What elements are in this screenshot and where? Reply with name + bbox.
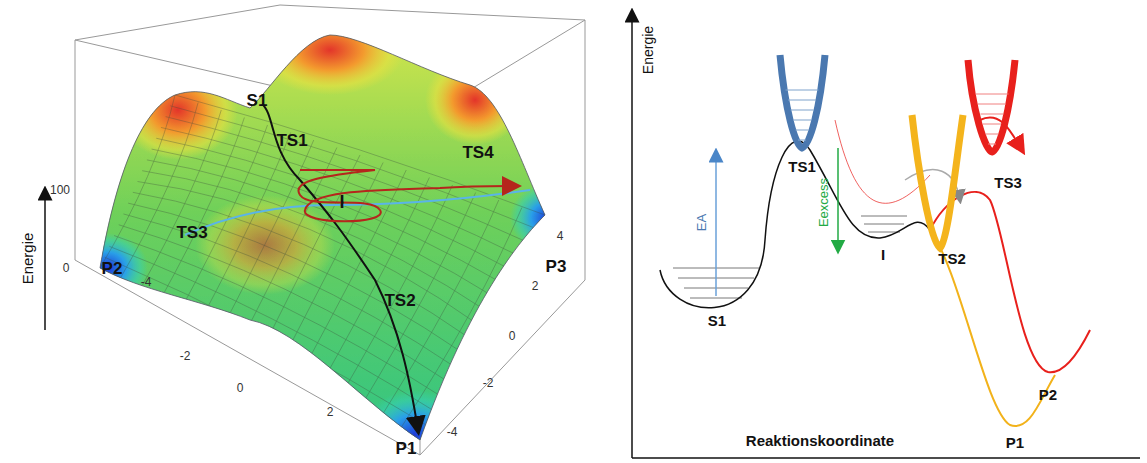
text-label: TS2 [384, 292, 415, 309]
energy-profile [660, 141, 930, 308]
text-label: TS3 [176, 224, 207, 241]
excess-arrow [837, 148, 839, 250]
surface-outline [100, 35, 545, 440]
text-label: 4 [557, 230, 564, 242]
text-label: TS2 [938, 251, 966, 266]
text-label: TS3 [994, 175, 1022, 190]
text-label: -2 [483, 377, 494, 389]
energy-axis [631, 12, 633, 458]
energy-axis [44, 190, 46, 330]
ts3-parabola [968, 60, 1015, 152]
text-label: Eexcess [817, 177, 830, 226]
plot-box [75, 5, 585, 455]
text-label: I [881, 247, 885, 262]
text-label: P2 [1039, 387, 1057, 402]
text-label: EA [696, 213, 709, 230]
text-label: P3 [546, 258, 567, 275]
text-label: -4 [447, 426, 458, 438]
energy-surface [68, 5, 586, 463]
text-label: S1 [708, 313, 726, 328]
red-arrow [980, 117, 1022, 150]
text-label: 0 [237, 382, 244, 394]
path-p1 [930, 230, 1055, 426]
text-label: 2 [327, 406, 334, 418]
reaction-path [262, 104, 418, 430]
text-label: -4 [141, 276, 152, 288]
activation-arrow [715, 152, 717, 296]
text-label: S1 [247, 92, 268, 109]
ts1-parabola [780, 55, 825, 148]
text-label: Energie [641, 26, 655, 74]
text-label: 0 [509, 330, 516, 342]
text-label: 0 [63, 262, 70, 274]
text-label: P1 [396, 440, 417, 457]
text-label: Energie [20, 232, 35, 284]
text-label: TS1 [788, 159, 816, 174]
ridge-path [185, 190, 530, 235]
ts2-parabola [912, 115, 963, 248]
text-label: 100 [50, 184, 70, 196]
path-p2 [930, 192, 1090, 372]
text-label: -2 [180, 350, 191, 362]
text-label: I [339, 193, 344, 211]
text-label: 2 [532, 280, 539, 292]
text-label: P1 [1006, 435, 1024, 450]
text-label: TS1 [276, 132, 307, 149]
text-label: TS4 [462, 144, 493, 161]
coordinate-axis [632, 457, 1140, 459]
trajectory [298, 170, 516, 221]
text-label: P2 [102, 260, 123, 277]
text-label: Reaktionskoordinate [746, 433, 894, 448]
